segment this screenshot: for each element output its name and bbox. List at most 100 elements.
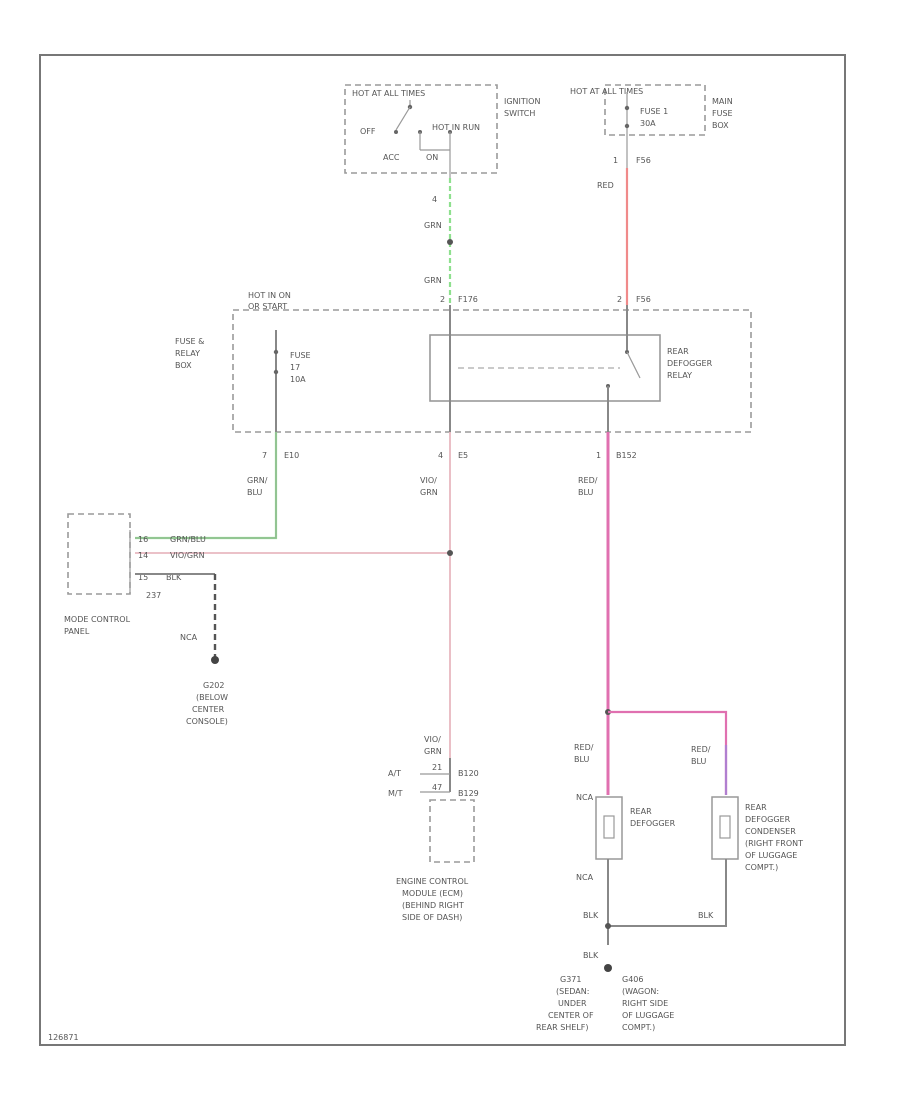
ecm-wire-label-a: VIO/ bbox=[424, 735, 441, 744]
ecm-label-1: ENGINE CONTROL bbox=[396, 877, 469, 886]
ecm-pin-at-code: B120 bbox=[458, 769, 479, 778]
wire-label-red-blu-3b: BLU bbox=[691, 757, 707, 766]
wire-label-vio-grn-b: GRN bbox=[420, 488, 438, 497]
ground-g202-1: G202 bbox=[203, 681, 224, 690]
condenser-label-3: CONDENSER bbox=[745, 827, 796, 836]
ground-g406-4: OF LUGGAGE bbox=[622, 1011, 674, 1020]
mode-pin-b: 14 bbox=[138, 551, 148, 560]
wire-label-vio-grn-a: VIO/ bbox=[420, 476, 437, 485]
fuse-pin-number: 1 bbox=[613, 156, 618, 165]
relay-pin-bot-1-code: E10 bbox=[284, 451, 299, 460]
relay-pin-bot-3-code: B152 bbox=[616, 451, 637, 460]
ground-labels: G371 (SEDAN: UNDER CENTER OF REAR SHELF)… bbox=[536, 975, 674, 1032]
wire-label-grn-1: GRN bbox=[424, 221, 442, 230]
relay-pin-top-right-code: F56 bbox=[636, 295, 651, 304]
ignition-acc-label: ACC bbox=[383, 153, 400, 162]
ground-g406-3: RIGHT SIDE bbox=[622, 999, 668, 1008]
ecm-pin-mt: 47 bbox=[432, 783, 442, 792]
condenser-label-6: COMPT.) bbox=[745, 863, 778, 872]
defogger-label-1: REAR bbox=[630, 807, 652, 816]
ground-g202-icon bbox=[211, 656, 219, 664]
ground-g371-4: CENTER OF bbox=[548, 1011, 594, 1020]
ignition-name-1: IGNITION bbox=[504, 97, 540, 106]
main-fuse-label-1: MAIN bbox=[712, 97, 733, 106]
main-fuse-label-2: FUSE bbox=[712, 109, 733, 118]
ground-g371-2: (SEDAN: bbox=[556, 987, 589, 996]
relay-box-name-3: BOX bbox=[175, 361, 192, 370]
mode-control-panel: 16 GRN/BLU 14 VIO/GRN 15 BLK 237 MODE CO… bbox=[64, 513, 228, 726]
relay-label-3: RELAY bbox=[667, 371, 692, 380]
relay-label-1: REAR bbox=[667, 347, 689, 356]
ground-g406-5: COMPT.) bbox=[622, 1023, 655, 1032]
rear-defogger-element bbox=[595, 796, 623, 860]
rear-defogger-condenser: REAR DEFOGGER CONDENSER (RIGHT FRONT OF … bbox=[608, 796, 803, 927]
ign-pin-number: 4 bbox=[432, 195, 437, 204]
ground-g406-2: (WAGON: bbox=[622, 987, 659, 996]
wire-label-grn-blu-b: BLU bbox=[247, 488, 263, 497]
relay-box-hot-2: OR START bbox=[248, 302, 287, 311]
fuse-1-rating: 30A bbox=[640, 119, 656, 128]
ecm-at-label: A/T bbox=[388, 769, 401, 778]
defogger-pin-bottom: NCA bbox=[576, 873, 594, 882]
fuse-17-number: 17 bbox=[290, 363, 300, 372]
ecm-label-4: SIDE OF DASH) bbox=[402, 913, 462, 922]
wire-label-blk-1: BLK bbox=[583, 911, 599, 920]
wire-label-blk-2: BLK bbox=[698, 911, 714, 920]
relay-box-name-1: FUSE & bbox=[175, 337, 204, 346]
fuse-17-rating: 10A bbox=[290, 375, 306, 384]
wire-label-blk-3: BLK bbox=[583, 951, 599, 960]
relay-pin-top-right: 2 bbox=[617, 295, 622, 304]
ecm-pin-mt-code: B129 bbox=[458, 789, 479, 798]
wire-label-red-blu-b: BLU bbox=[578, 488, 594, 497]
fuse-relay-box: HOT IN ON OR START FUSE & RELAY BOX FUSE… bbox=[175, 291, 752, 460]
mode-pin-c: 15 bbox=[138, 573, 148, 582]
relay-pin-bot-3: 1 bbox=[596, 451, 601, 460]
ecm-pin-at: 21 bbox=[432, 763, 442, 772]
main-fuse-box: HOT AT ALL TIMES FUSE 1 30A MAIN FUSE BO… bbox=[570, 84, 733, 168]
mode-pin-a-wire: GRN/BLU bbox=[170, 535, 206, 544]
relay-pin-top-left-code: F176 bbox=[458, 295, 478, 304]
condenser-label-2: DEFOGGER bbox=[745, 815, 791, 824]
ground-g202-3: CENTER bbox=[192, 705, 225, 714]
wire-label-grn-2: GRN bbox=[424, 276, 442, 285]
mode-panel-label-1: MODE CONTROL bbox=[64, 615, 131, 624]
rear-defogger: NCA REAR DEFOGGER NCA BLK bbox=[576, 793, 676, 945]
ignition-hot-label: HOT AT ALL TIMES bbox=[352, 89, 425, 98]
condenser-label-1: REAR bbox=[745, 803, 767, 812]
ground-g202-2: (BELOW bbox=[196, 693, 228, 702]
fuse-pin-code: F56 bbox=[636, 156, 651, 165]
relay-pin-top-left: 2 bbox=[440, 295, 445, 304]
footer-code: 126871 bbox=[48, 1033, 79, 1042]
relay-box-hot-1: HOT IN ON bbox=[248, 291, 291, 300]
mode-pin-c-code: 237 bbox=[146, 591, 161, 600]
condenser-label-4: (RIGHT FRONT bbox=[745, 839, 803, 848]
ground-g371-5: REAR SHELF) bbox=[536, 1023, 589, 1032]
ignition-switch: HOT AT ALL TIMES IGNITION SWITCH OFF ACC… bbox=[344, 84, 540, 178]
mode-pin-a: 16 bbox=[138, 535, 148, 544]
ignition-on-label: ON bbox=[426, 153, 438, 162]
condenser-element bbox=[711, 796, 739, 860]
ground-g371-1: G371 bbox=[560, 975, 581, 984]
engine-control-module: VIO/ GRN A/T M/T 21 B120 47 B129 ENGINE … bbox=[388, 735, 479, 922]
ground-rear-icon bbox=[604, 964, 612, 972]
relay-pin-bot-2: 4 bbox=[438, 451, 443, 460]
ground-g202-4: CONSOLE) bbox=[186, 717, 228, 726]
main-fuse-label-3: BOX bbox=[712, 121, 729, 130]
wire-label-grn-blu-a: GRN/ bbox=[247, 476, 268, 485]
wire-label-red-blu-a: RED/ bbox=[578, 476, 598, 485]
relay-pin-bot-2-code: E5 bbox=[458, 451, 468, 460]
wire-label-red-blu-2b: BLU bbox=[574, 755, 590, 764]
ground-g406-1: G406 bbox=[622, 975, 643, 984]
mode-panel-label-2: PANEL bbox=[64, 627, 90, 636]
relay-label-2: DEFOGGER bbox=[667, 359, 713, 368]
wire-grn-blu bbox=[135, 432, 278, 540]
ground-g371-3: UNDER bbox=[558, 999, 587, 1008]
fuse-17-label: FUSE bbox=[290, 351, 311, 360]
wire-label-red-blu-2a: RED/ bbox=[574, 743, 594, 752]
defogger-pin-top: NCA bbox=[576, 793, 594, 802]
mode-pin-c-wire: BLK bbox=[166, 573, 182, 582]
rear-defogger-relay bbox=[429, 334, 661, 402]
wire-label-red-1: RED bbox=[597, 181, 614, 190]
defogger-label-2: DEFOGGER bbox=[630, 819, 676, 828]
